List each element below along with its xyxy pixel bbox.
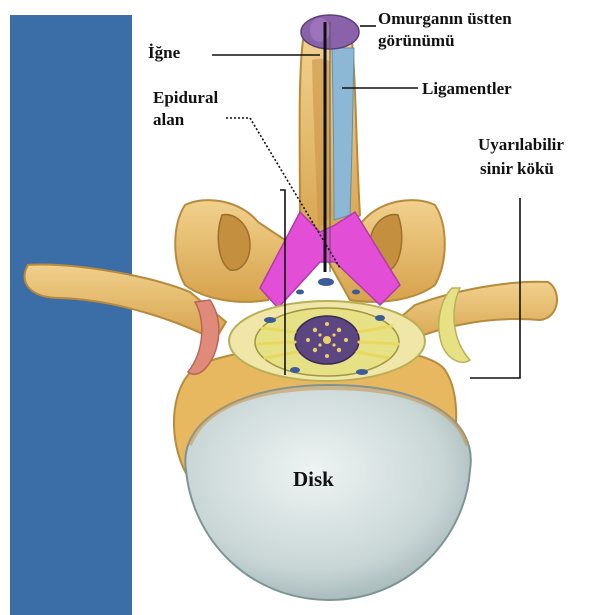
ligament-blue: [332, 48, 354, 220]
label-nerve-root-line1: Uyarılabilir: [478, 135, 564, 154]
label-top-view-line1: Omurganın üstten: [378, 9, 512, 28]
label-epidural-line1: Epidural: [153, 88, 218, 107]
label-disk: Disk: [293, 467, 334, 491]
label-epidural-line2: alan: [153, 110, 185, 129]
back-bar: [10, 15, 132, 615]
label-top-view-line2: görünümü: [378, 31, 455, 50]
disk: [185, 385, 470, 600]
label-ligaments: Ligamentler: [422, 79, 512, 98]
label-nerve-root-line2: sinir kökü: [480, 159, 554, 178]
label-needle: İğne: [148, 43, 181, 62]
